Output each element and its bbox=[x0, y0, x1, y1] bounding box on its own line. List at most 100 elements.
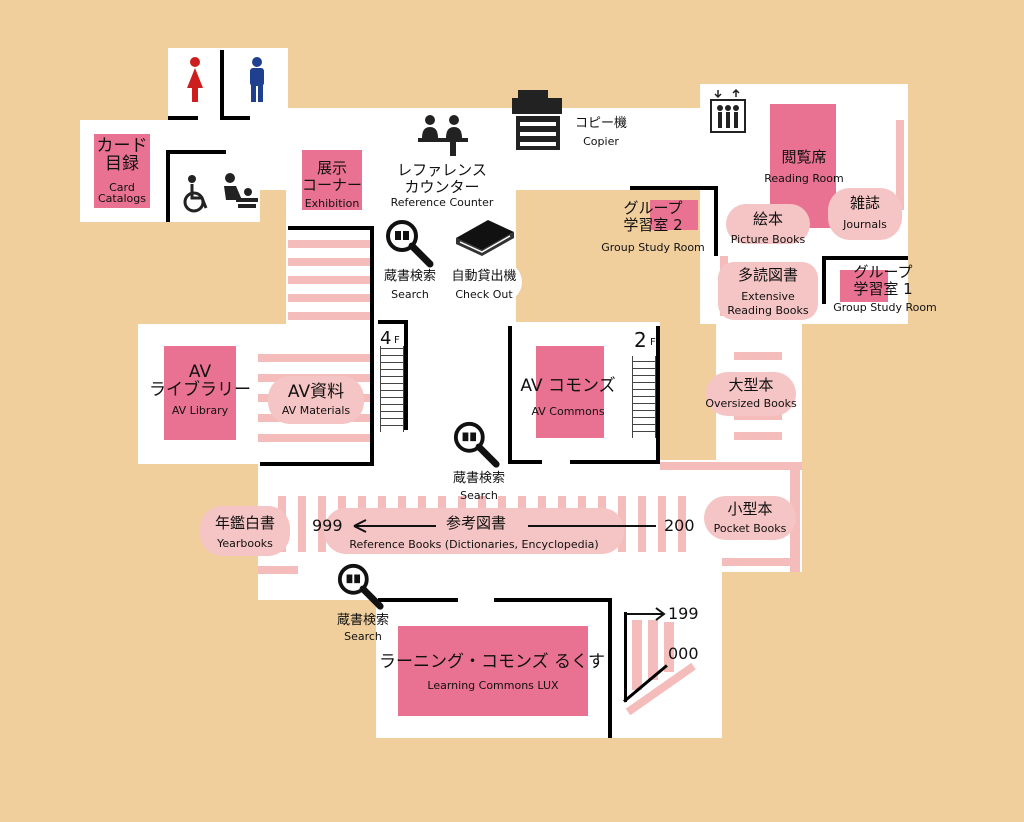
accessible-icon bbox=[183, 175, 208, 213]
wall bbox=[370, 226, 374, 466]
label-group-study-1-jp: グループ 学習室 1 bbox=[853, 263, 913, 298]
label-journals-jp: 雑誌 bbox=[849, 194, 880, 212]
shelf bbox=[258, 566, 298, 574]
call-number-000: 000 bbox=[668, 644, 699, 663]
label-journals-en: Journals bbox=[843, 218, 887, 231]
label-learning-commons-en: Learning Commons LUX bbox=[427, 679, 559, 692]
label-check-out-en: Check Out bbox=[455, 288, 513, 301]
shelf bbox=[288, 294, 372, 302]
label-extensive-reading-jp: 多読図書 bbox=[737, 266, 798, 284]
room-card-catalogs bbox=[94, 134, 150, 208]
wall bbox=[656, 326, 660, 464]
label-av-materials-en: AV Materials bbox=[281, 404, 351, 417]
label-reading-room-en: Reading Room bbox=[764, 172, 844, 185]
room-exhibition bbox=[302, 150, 362, 210]
label-av-library-jp: AV ライブラリー bbox=[149, 362, 251, 400]
label-yearbooks-en: Yearbooks bbox=[217, 537, 273, 550]
wall bbox=[494, 598, 612, 602]
wall bbox=[508, 460, 542, 464]
label-reference-books-jp: 参考図書 bbox=[445, 514, 506, 532]
label-search-1-en: Search bbox=[391, 288, 429, 301]
label-oversized-jp: 大型本 bbox=[728, 376, 774, 394]
room-av-library bbox=[164, 346, 236, 440]
label-search-2-en: Search bbox=[460, 489, 498, 502]
label-exhibition-en: Exhibition bbox=[304, 197, 360, 210]
stairs-2f-letter: F bbox=[650, 337, 656, 348]
label-picture-books-jp: 絵本 bbox=[752, 210, 783, 228]
label-search-1-jp: 蔵書検索 bbox=[383, 269, 436, 284]
label-pocket-books-jp: 小型本 bbox=[727, 500, 773, 518]
search-icon[interactable] bbox=[384, 218, 436, 270]
label-copier-en: Copier bbox=[583, 135, 619, 148]
label-extensive-reading-en: Extensive Reading Books bbox=[727, 290, 809, 318]
arrow-icon bbox=[626, 607, 666, 621]
wall bbox=[624, 612, 627, 702]
shelf bbox=[258, 434, 372, 442]
wall bbox=[220, 50, 224, 120]
shelf bbox=[258, 354, 372, 362]
shelf bbox=[660, 462, 802, 470]
wall bbox=[608, 598, 612, 738]
label-picture-books-en: Picture Books bbox=[730, 233, 806, 246]
shelf bbox=[288, 258, 372, 266]
wall bbox=[570, 460, 660, 464]
stairs-4f-number: 4 bbox=[380, 328, 392, 349]
label-group-study-2-jp: グループ 学習室 2 bbox=[623, 199, 683, 234]
label-card-catalogs-en: Card Catalogs bbox=[98, 181, 146, 205]
wall bbox=[166, 150, 226, 154]
shelf bbox=[896, 120, 904, 210]
search-icon[interactable] bbox=[336, 562, 386, 612]
shelf bbox=[734, 412, 782, 420]
call-number-200: 200 bbox=[664, 516, 695, 535]
wall bbox=[822, 256, 908, 260]
label-reading-room-jp: 閲覧席 bbox=[781, 148, 827, 166]
label-exhibition-jp: 展示 コーナー bbox=[301, 159, 362, 195]
pill-reference-books bbox=[324, 508, 624, 554]
shelf bbox=[664, 622, 674, 672]
room-av-commons bbox=[536, 346, 604, 438]
pill-oversized bbox=[706, 372, 796, 416]
label-reference-counter-en: Reference Counter bbox=[390, 196, 494, 209]
stairs-2f bbox=[632, 356, 656, 438]
call-number-199: 199 bbox=[668, 604, 699, 623]
room-learning-commons bbox=[398, 626, 588, 716]
shelf bbox=[722, 558, 792, 566]
stairs-2f-number: 2 bbox=[634, 328, 647, 352]
restroom-male-icon bbox=[250, 57, 264, 102]
copier-icon bbox=[512, 90, 562, 150]
pill-av-materials bbox=[268, 376, 364, 424]
wall bbox=[288, 226, 372, 230]
pill-journals bbox=[828, 188, 902, 240]
shelf bbox=[648, 620, 658, 680]
pill-check-out bbox=[446, 262, 522, 302]
label-reference-counter-jp: レファレンス カウンター bbox=[397, 161, 487, 197]
label-learning-commons-jp: ラーニング・コモンズ るくす bbox=[378, 652, 606, 672]
label-group-study-1-en: Group Study Room bbox=[833, 301, 937, 314]
check-out-icon[interactable] bbox=[454, 216, 516, 260]
shelf bbox=[632, 620, 642, 690]
pill-picture-books bbox=[726, 204, 810, 244]
restroom-female-icon bbox=[187, 57, 203, 102]
search-icon[interactable] bbox=[452, 420, 502, 470]
wall bbox=[220, 116, 250, 120]
elevator-icon bbox=[710, 88, 746, 133]
wall bbox=[714, 186, 718, 256]
label-av-commons-jp: AV コモンズ bbox=[520, 376, 616, 396]
wall bbox=[166, 150, 170, 222]
label-yearbooks-jp: 年鑑白書 bbox=[214, 514, 275, 532]
wall bbox=[260, 462, 374, 466]
baby-changing-icon bbox=[224, 173, 258, 208]
label-search-2-jp: 蔵書検索 bbox=[452, 471, 505, 486]
wall bbox=[168, 116, 198, 120]
wall bbox=[822, 256, 826, 304]
wall bbox=[508, 326, 512, 462]
pill-yearbooks bbox=[200, 506, 290, 556]
wall bbox=[404, 320, 408, 430]
room-group-study-1 bbox=[840, 270, 888, 302]
label-check-out-jp: 自動貸出機 bbox=[451, 269, 517, 284]
label-av-library-en: AV Library bbox=[171, 404, 229, 417]
pill-extensive-reading bbox=[718, 262, 818, 320]
label-pocket-books-en: Pocket Books bbox=[713, 522, 787, 535]
wall bbox=[630, 186, 718, 190]
label-group-study-2-en: Group Study Room bbox=[601, 241, 705, 254]
